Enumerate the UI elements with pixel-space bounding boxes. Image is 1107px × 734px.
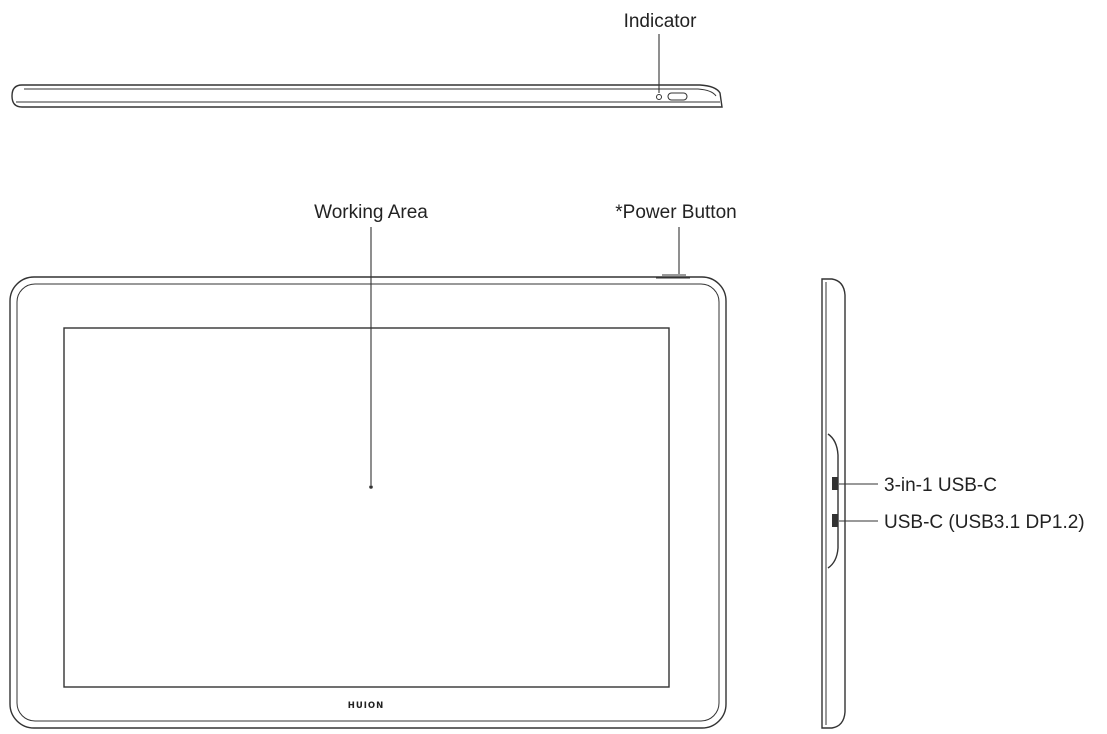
top-edge-inner-line (24, 88, 717, 97)
side-port-bump (827, 433, 839, 569)
power-button-label: *Power Button (615, 202, 736, 223)
side-body (821, 278, 846, 729)
top-edge-body (11, 84, 723, 108)
huion-logo: HUION (348, 701, 385, 711)
port-usbc-label: USB-C (USB3.1 DP1.2) (884, 512, 1085, 533)
working-area-center-dot (369, 485, 373, 489)
front-view: Working Area *Power Button HUION (9, 202, 737, 729)
side-view: 3-in-1 USB-C USB-C (USB3.1 DP1.2) (821, 278, 1085, 729)
port-3in1-label: 3-in-1 USB-C (884, 475, 997, 496)
usbc-dp-port (832, 514, 838, 527)
power-button-notch (656, 274, 690, 279)
working-area-label: Working Area (314, 202, 428, 223)
working-area (63, 327, 670, 688)
indicator-label: Indicator (624, 11, 698, 32)
tablet-inner-frame (16, 283, 720, 722)
top-power-button (667, 92, 688, 101)
tablet-outer-frame (9, 276, 727, 729)
top-edge-view: Indicator (11, 11, 723, 108)
indicator-light (656, 94, 662, 100)
usbc-3in1-port (832, 477, 838, 490)
